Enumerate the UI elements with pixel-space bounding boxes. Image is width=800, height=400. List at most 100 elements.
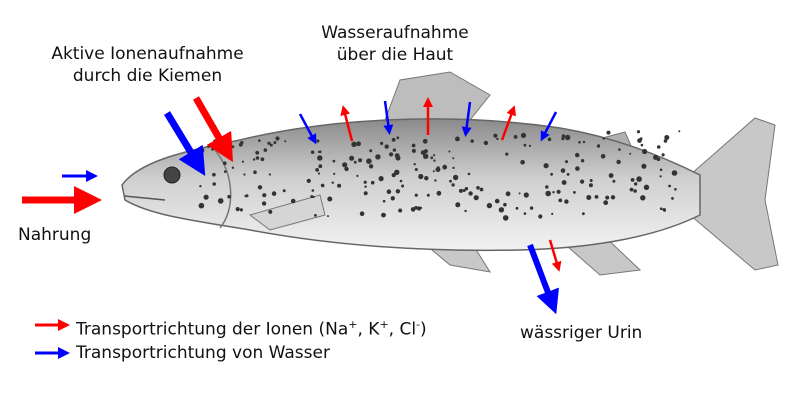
fish-spot bbox=[434, 179, 437, 182]
fish-spot bbox=[306, 178, 311, 183]
skin-ion-arrow bbox=[340, 105, 354, 142]
fish-spot bbox=[605, 195, 610, 200]
legend-water: Transportrichtung von Wasser bbox=[76, 343, 330, 363]
fish-spot bbox=[273, 141, 277, 145]
fish-spot bbox=[558, 198, 563, 203]
fish-spot bbox=[227, 194, 231, 199]
fish-spot bbox=[468, 191, 473, 196]
fish-spot bbox=[659, 207, 663, 210]
fish-spot bbox=[414, 168, 418, 171]
fish-spot bbox=[603, 200, 609, 206]
skin-label-line2: über die Haut bbox=[336, 45, 454, 65]
fish-spot bbox=[575, 166, 580, 171]
mouth bbox=[124, 195, 166, 201]
fish-spot bbox=[290, 198, 296, 204]
fish-spot bbox=[503, 202, 507, 207]
fish-spot bbox=[318, 164, 323, 169]
fish-spot bbox=[243, 173, 246, 176]
fish-spot bbox=[399, 179, 403, 183]
legend-ions-text: , K bbox=[357, 319, 380, 340]
fish-spot bbox=[633, 189, 637, 193]
fish-spot bbox=[356, 174, 359, 177]
fish-spot bbox=[432, 170, 435, 173]
fish-spot bbox=[420, 150, 426, 156]
fish-spot bbox=[520, 132, 527, 138]
fish-spot bbox=[661, 153, 665, 157]
fish-spot bbox=[267, 141, 271, 145]
sup: - bbox=[416, 318, 421, 331]
fish-spot bbox=[284, 140, 287, 143]
fish-spot bbox=[363, 180, 367, 184]
fish-spot bbox=[545, 185, 549, 189]
fish-spot bbox=[382, 199, 386, 203]
fish-spot bbox=[505, 191, 511, 197]
fish-spot bbox=[344, 166, 349, 172]
fish-spot bbox=[518, 192, 521, 195]
fish-spot bbox=[351, 141, 357, 147]
fish-spot bbox=[608, 173, 614, 178]
fish-spot bbox=[448, 150, 451, 153]
fish-spot bbox=[423, 153, 429, 159]
fish-spot bbox=[235, 208, 239, 211]
fish-spot bbox=[561, 137, 565, 141]
fish-spot bbox=[436, 166, 440, 170]
fish-spot bbox=[528, 144, 532, 147]
fish-spot bbox=[637, 138, 642, 143]
fish-spot bbox=[223, 170, 227, 173]
fish-spot bbox=[321, 184, 325, 188]
fish-spot bbox=[659, 175, 662, 178]
fish-spot bbox=[561, 180, 567, 185]
fish-spot bbox=[588, 183, 593, 188]
fish-spot bbox=[275, 136, 280, 141]
fish-spot bbox=[255, 156, 260, 160]
fish-spot bbox=[411, 148, 416, 153]
fish-spot bbox=[668, 184, 671, 188]
fish-spot bbox=[656, 145, 661, 149]
fish-spot bbox=[589, 179, 593, 182]
fish-spot bbox=[513, 135, 518, 139]
fish-spot bbox=[364, 185, 367, 188]
fish-spot bbox=[257, 185, 263, 190]
fish-spot bbox=[268, 209, 273, 214]
fish-spot bbox=[452, 174, 459, 181]
gills-label-line1: Aktive Ionenaufnahme bbox=[51, 44, 244, 64]
fish-spot bbox=[314, 214, 317, 217]
fish-spot bbox=[678, 130, 681, 133]
fish-spot bbox=[556, 189, 561, 194]
skin-label: Wasseraufnahme über die Haut bbox=[310, 22, 480, 66]
gills-label-line2: durch die Kiemen bbox=[72, 66, 223, 86]
fish-spot bbox=[245, 194, 249, 198]
fish-spot bbox=[258, 139, 261, 142]
fish-spot bbox=[199, 147, 205, 154]
sup: + bbox=[379, 318, 389, 331]
fish-spot bbox=[310, 195, 314, 199]
fish-spot bbox=[378, 176, 384, 182]
fish-spot bbox=[564, 199, 569, 204]
gills-label: Aktive Ionenaufnahme durch die Kiemen bbox=[30, 43, 265, 87]
fish-spot bbox=[493, 133, 498, 138]
fish-spot bbox=[315, 168, 319, 172]
fish-spot bbox=[317, 155, 323, 161]
fish-spot bbox=[316, 139, 320, 143]
fish-spot bbox=[602, 137, 605, 140]
fish-spot bbox=[659, 168, 663, 172]
sup: + bbox=[348, 318, 358, 331]
fish-spot bbox=[396, 136, 400, 140]
fish-spot bbox=[470, 139, 474, 143]
fish-spot bbox=[634, 182, 638, 186]
fish-spot bbox=[464, 187, 469, 191]
fish-spot bbox=[240, 141, 244, 145]
fish-spot bbox=[268, 173, 271, 176]
legend-ions-text: Transportrichtung der Ionen (Na bbox=[76, 319, 349, 340]
fish-spot bbox=[476, 186, 480, 190]
fish-spot bbox=[414, 193, 418, 197]
fish-spot bbox=[225, 151, 230, 156]
fish-spot bbox=[231, 166, 235, 169]
fish-spot bbox=[414, 206, 418, 210]
fish-spot bbox=[473, 195, 479, 201]
fish-spot bbox=[410, 207, 416, 212]
fish-spot bbox=[462, 189, 466, 192]
gill-ion-arrow bbox=[192, 96, 233, 163]
fish-spot bbox=[561, 134, 566, 138]
